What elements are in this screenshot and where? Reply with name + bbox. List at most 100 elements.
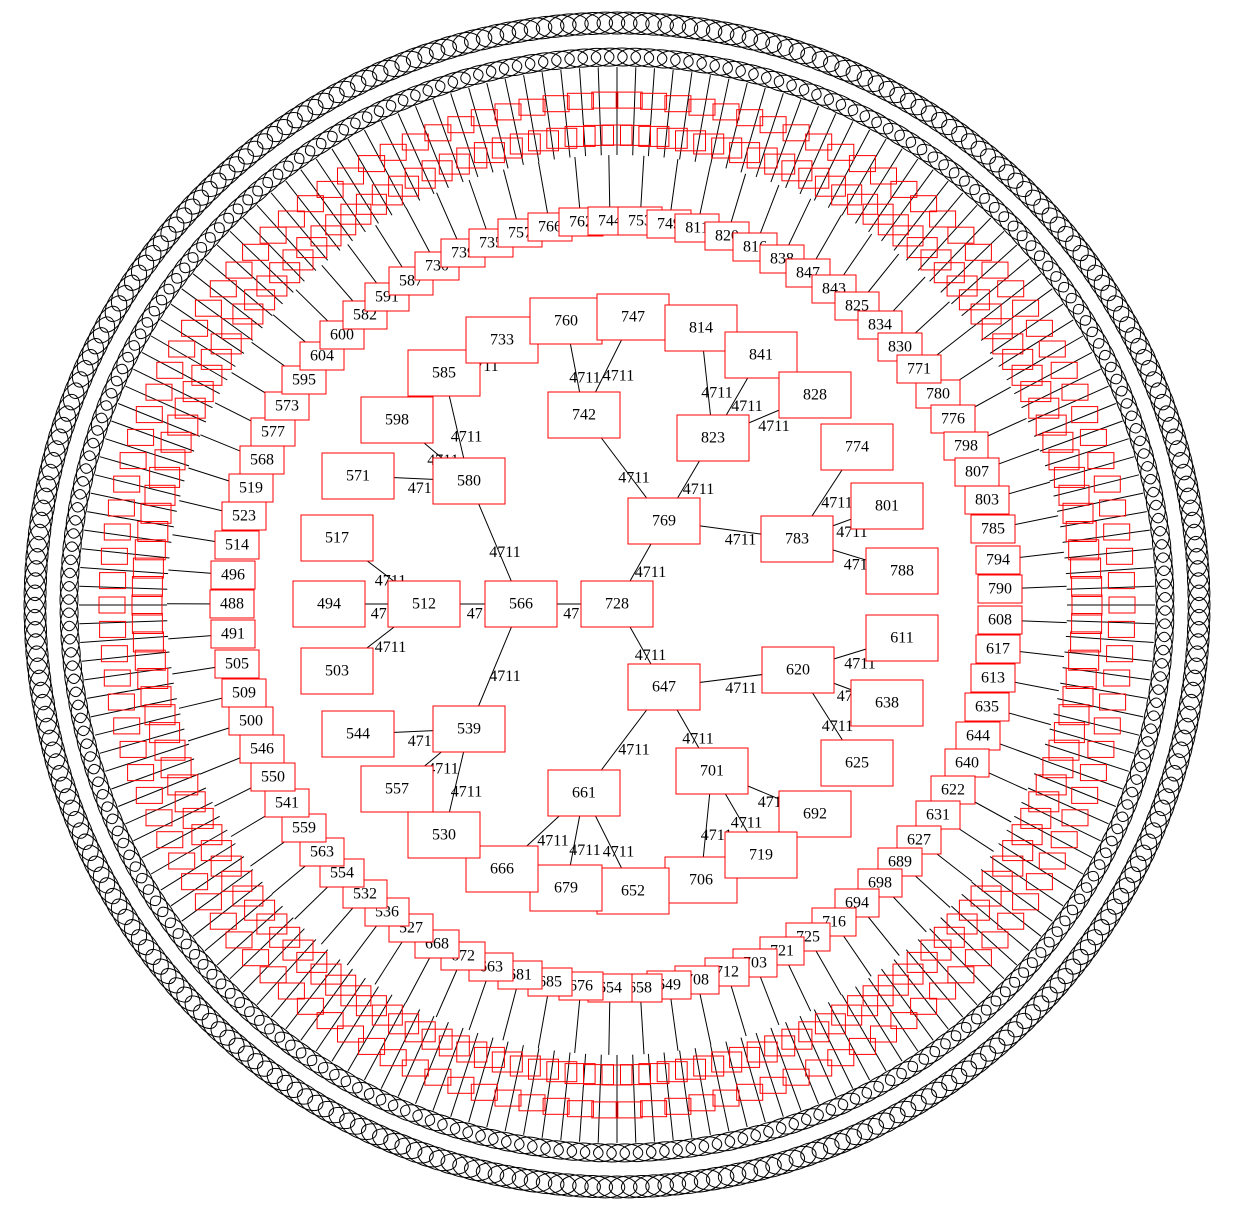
inner-ellipse-node: [350, 105, 385, 130]
ring-node-box: [992, 333, 1024, 355]
graph-node: 509: [221, 678, 267, 708]
node-box: [319, 858, 365, 888]
inner-ellipse-node: [1092, 338, 1117, 373]
ring-node-box: [358, 1037, 386, 1055]
node-box: [760, 515, 834, 563]
outer-ellipse-node: [1185, 633, 1209, 675]
inner-ellipse-node: [135, 872, 162, 907]
ring-node-box: [848, 155, 876, 173]
inner-ellipse-node: [373, 94, 409, 118]
ring-node-box: [134, 649, 166, 671]
outer-ellipse-node: [247, 1053, 283, 1085]
ring-node-box: [421, 1028, 453, 1050]
outer-ellipse-node: [58, 382, 85, 422]
outer-ellipse-node: [307, 1094, 345, 1124]
outer-ellipse-node: [286, 98, 324, 129]
outer-ellipse-node: [124, 919, 155, 956]
spoke-edge: [347, 138, 393, 216]
ring-node-box: [906, 237, 938, 259]
graph-node: 539: [432, 705, 506, 753]
outer-ellipse-node: [1153, 393, 1180, 434]
node-box: [321, 452, 395, 500]
inner-ellipse-node: [1043, 915, 1071, 948]
inner-ellipse-node: [223, 194, 254, 224]
ring-node-box: [494, 103, 522, 121]
node-label: 644: [966, 728, 990, 745]
outer-ellipse-node: [296, 1088, 335, 1118]
ring-node-box: [1070, 557, 1102, 579]
ring-node-box: [1107, 572, 1135, 590]
inner-ellipse-node: [722, 60, 759, 82]
ring-node-box: [194, 893, 222, 911]
inner-ellipse-node: [62, 647, 83, 685]
inner-ellipse-node: [1155, 605, 1175, 643]
ring-node-box: [946, 275, 978, 297]
edge-label: 4711: [731, 398, 762, 415]
node-label: 760: [554, 313, 578, 330]
outer-ellipse-node: [168, 977, 201, 1012]
spoke-edge: [141, 351, 220, 395]
edge-label: 4711: [427, 761, 458, 778]
graph-node: 790: [977, 574, 1023, 604]
outer-ellipse-node: [1016, 995, 1050, 1029]
inner-ellipse-node: [141, 294, 168, 328]
ring-node-box: [242, 949, 270, 967]
outer-ellipse-node: [41, 729, 66, 770]
node-label: 611: [890, 630, 913, 647]
outer-ellipse-node: [62, 371, 90, 411]
outer-ellipse-node: [219, 148, 254, 181]
ring-node-box: [933, 926, 965, 948]
spoke-edge: [1006, 335, 1084, 381]
outer-ellipse-node: [1153, 776, 1180, 817]
edge-label: 4711: [635, 564, 666, 581]
inner-ellipse-node: [604, 47, 641, 67]
inner-ellipse-node: [748, 67, 785, 89]
node-box: [627, 663, 701, 711]
ring-node-box: [200, 348, 232, 370]
outer-ellipse-node: [27, 511, 52, 553]
inner-ellipse-node: [564, 48, 602, 68]
outer-ellipse-node: [266, 1067, 303, 1098]
ring-node-box: [191, 364, 223, 386]
ring-node-box: [127, 428, 155, 446]
outer-ellipse-node: [1007, 1004, 1041, 1038]
inner-ellipse-node: [363, 1087, 399, 1112]
outer-ellipse-node: [25, 633, 49, 675]
inner-ellipse-node: [859, 110, 894, 135]
outer-ellipse-node: [137, 235, 169, 271]
inner-ellipse-node: [352, 1081, 387, 1106]
outer-ellipse-node: [1124, 327, 1153, 366]
node-label: 706: [689, 872, 713, 889]
outer-ellipse-node: [1178, 487, 1203, 529]
ring-node-box: [296, 951, 328, 973]
ring-node-box: [404, 1021, 436, 1043]
ring-node-box: [1071, 576, 1103, 597]
outer-ellipse-node: [317, 80, 356, 110]
outer-ellipse-node: [184, 181, 218, 215]
edge-label: 4711: [569, 842, 600, 859]
outer-ellipse-node: [1149, 788, 1176, 828]
node-label: 676: [569, 978, 593, 995]
outer-ellipse-node: [878, 80, 917, 110]
inner-ellipse-node: [164, 917, 192, 950]
ring-node-box: [615, 91, 643, 109]
inner-ellipse-node: [1150, 658, 1171, 695]
node-box: [970, 663, 1016, 693]
outer-ellipse-node: [92, 305, 122, 344]
ring-node-box: [583, 1064, 614, 1086]
outer-ellipse-node: [24, 548, 48, 589]
node-label: 823: [701, 430, 725, 447]
spoke-edge: [560, 1052, 571, 1141]
ring-node-box: [1053, 722, 1085, 744]
spoke-edge: [855, 148, 903, 224]
outer-ellipse-node: [856, 69, 895, 98]
graph-node: 514: [214, 530, 260, 560]
inner-ellipse-node: [775, 1112, 812, 1135]
graph-node: 559: [281, 813, 327, 843]
inner-ellipse-node: [129, 861, 155, 895]
ring-node-box: [149, 466, 181, 488]
node-label: 503: [325, 663, 349, 680]
outer-ellipse-node: [1049, 958, 1082, 994]
inner-ellipse-node: [340, 1075, 375, 1100]
ring-node-box: [542, 95, 570, 113]
